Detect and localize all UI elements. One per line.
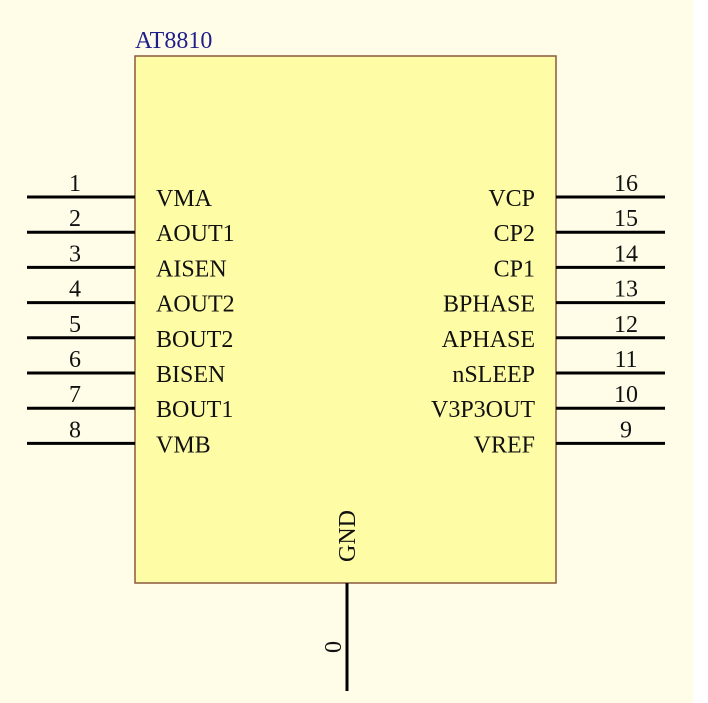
pin-name: V3P3OUT (431, 397, 535, 423)
pin-number: 6 (69, 347, 81, 373)
pin-name: BPHASE (443, 292, 535, 318)
right-pin-group: 16VCP15CP214CP113BPHASE12APHASE11nSLEEP1… (431, 171, 665, 458)
pin-number: 15 (614, 206, 638, 232)
pin-number: 4 (69, 277, 81, 303)
pin-name: VCP (488, 186, 535, 212)
pin-name: VMA (156, 186, 213, 212)
pin-name: CP1 (494, 256, 535, 282)
pin-name: AOUT1 (156, 221, 235, 247)
pin-number: 7 (69, 382, 81, 408)
pin-name: CP2 (494, 221, 535, 247)
bottom-pin-group: GND 0 (321, 510, 361, 691)
pin-name: VMB (156, 432, 211, 458)
pin-0[interactable]: GND 0 (321, 510, 361, 691)
component-designator[interactable]: AT8810 (135, 28, 212, 54)
pin-number: 13 (614, 277, 638, 303)
pin-number: 11 (614, 347, 637, 373)
pin-number: 10 (614, 382, 638, 408)
pin-number: 14 (614, 241, 638, 267)
component-body[interactable] (134, 55, 557, 584)
pin-name: BISEN (156, 362, 225, 388)
pin-number: 12 (614, 312, 638, 338)
pin-number: 2 (69, 206, 81, 232)
pin-number: 0 (321, 641, 347, 653)
pin-name: AOUT2 (156, 292, 235, 318)
pin-name: BOUT1 (156, 397, 233, 423)
pin-name: AISEN (156, 256, 227, 282)
pin-number: 9 (620, 417, 632, 443)
pin-name: APHASE (442, 327, 535, 353)
pin-number: 16 (614, 171, 638, 197)
pin-11[interactable]: 11 nSLEEP (452, 347, 665, 388)
pin-name: BOUT2 (156, 327, 233, 353)
pin-name: nSLEEP (452, 362, 535, 388)
pin-name: VREF (474, 432, 535, 458)
schematic-symbol: AT8810 1VMA2AOUT13AISEN4AOUT25BOUT26BISE… (27, 28, 665, 691)
pin-number: 8 (69, 417, 81, 443)
pin-number: 3 (69, 241, 81, 267)
pin-number: 5 (69, 312, 81, 338)
pin-number: 1 (69, 171, 81, 197)
pin-name: GND (335, 510, 361, 562)
left-pin-group: 1VMA2AOUT13AISEN4AOUT25BOUT26BISEN7BOUT1… (27, 171, 235, 458)
